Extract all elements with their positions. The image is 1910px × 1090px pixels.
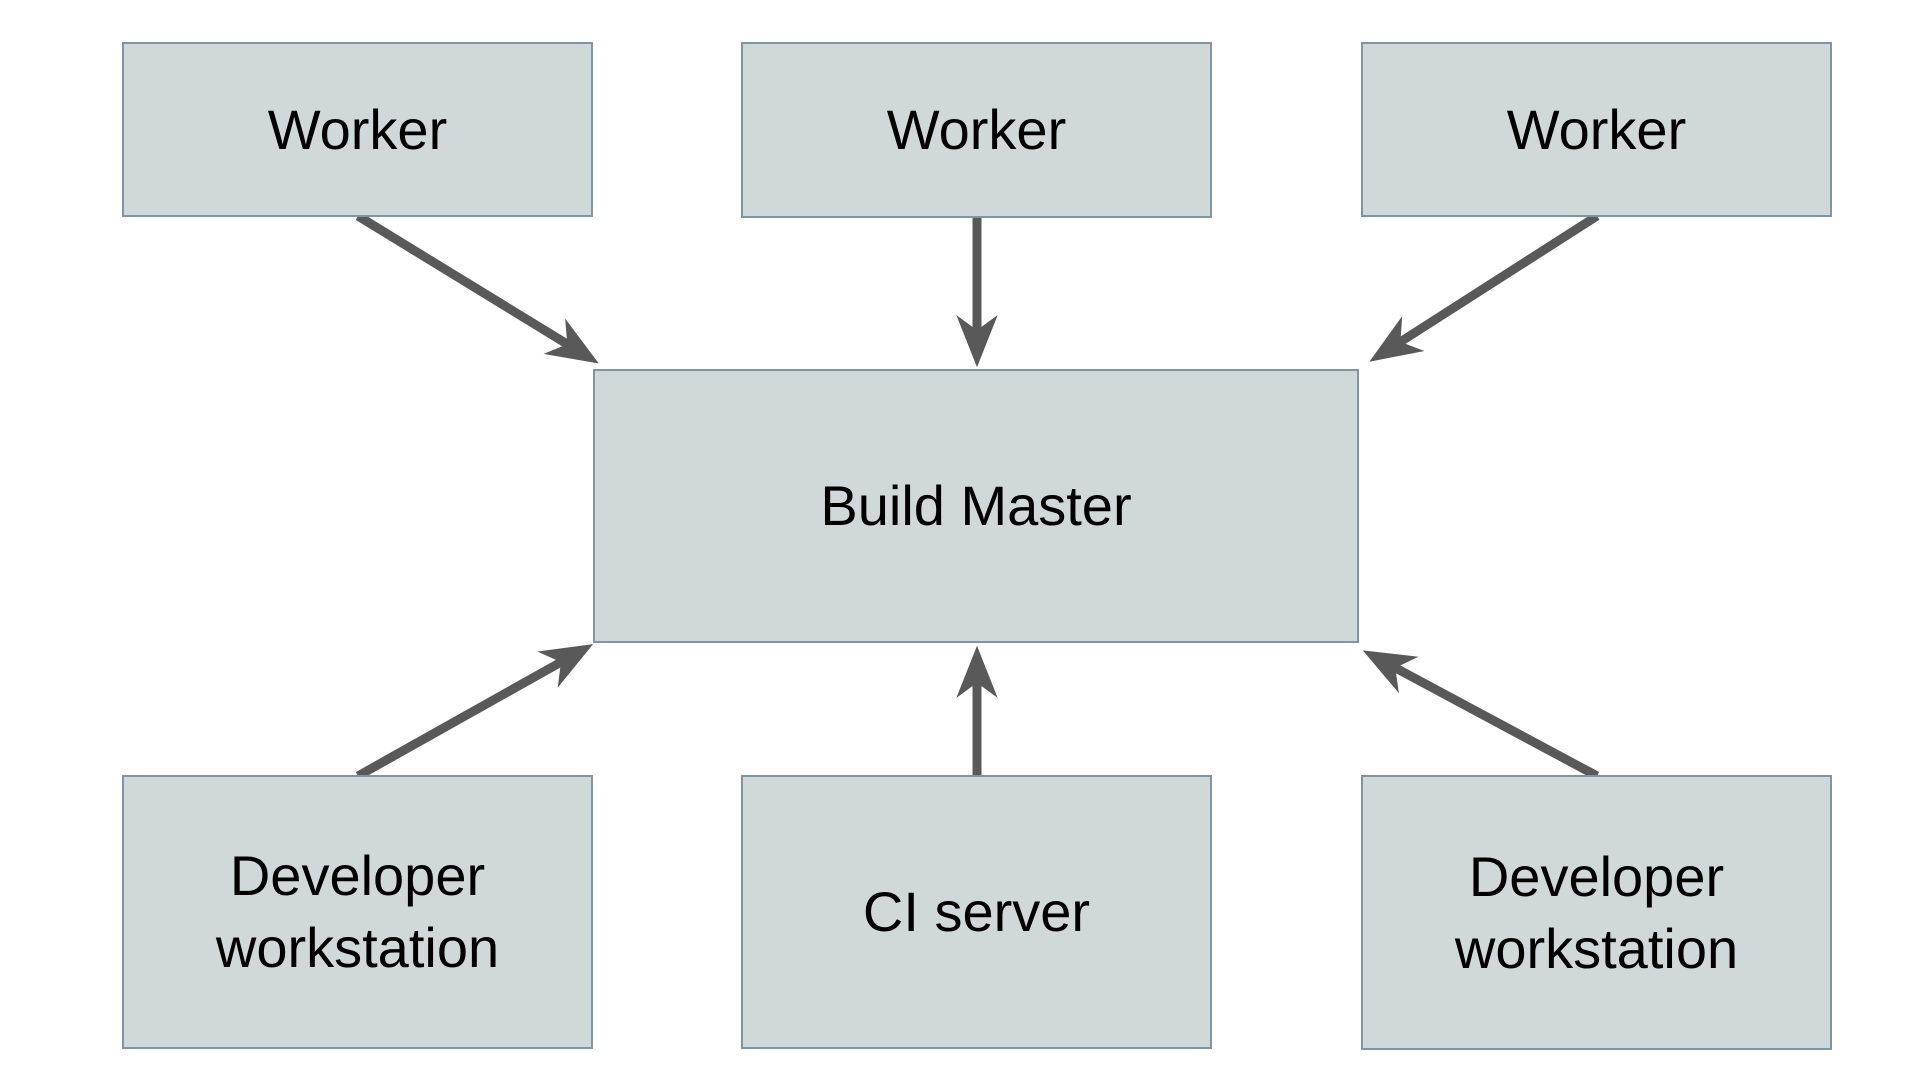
node-developer-workstation-right: Developer workstation xyxy=(1361,775,1832,1050)
node-developer-workstation-right-label: Developer workstation xyxy=(1454,844,1739,980)
arrow-worker3-to-build-master xyxy=(1369,212,1600,362)
node-worker-3: Worker xyxy=(1361,42,1832,217)
node-developer-workstation-left: Developer workstation xyxy=(122,775,593,1049)
node-developer-workstation-left-label: Developer workstation xyxy=(215,844,500,979)
node-build-master-label: Build Master xyxy=(820,474,1132,538)
node-ci-server-label: CI server xyxy=(862,880,1091,944)
node-worker-1: Worker xyxy=(122,42,593,217)
node-worker-2: Worker xyxy=(741,42,1212,218)
arrow-dev-right-to-build-master xyxy=(1362,650,1600,780)
node-build-master: Build Master xyxy=(593,369,1359,643)
node-worker-3-label: Worker xyxy=(1506,97,1687,161)
arrow-worker1-to-build-master xyxy=(355,212,599,364)
node-worker-1-label: Worker xyxy=(267,97,448,161)
arrow-dev-left-to-build-master xyxy=(355,644,594,780)
node-worker-2-label: Worker xyxy=(886,98,1067,162)
node-ci-server: CI server xyxy=(741,775,1212,1049)
